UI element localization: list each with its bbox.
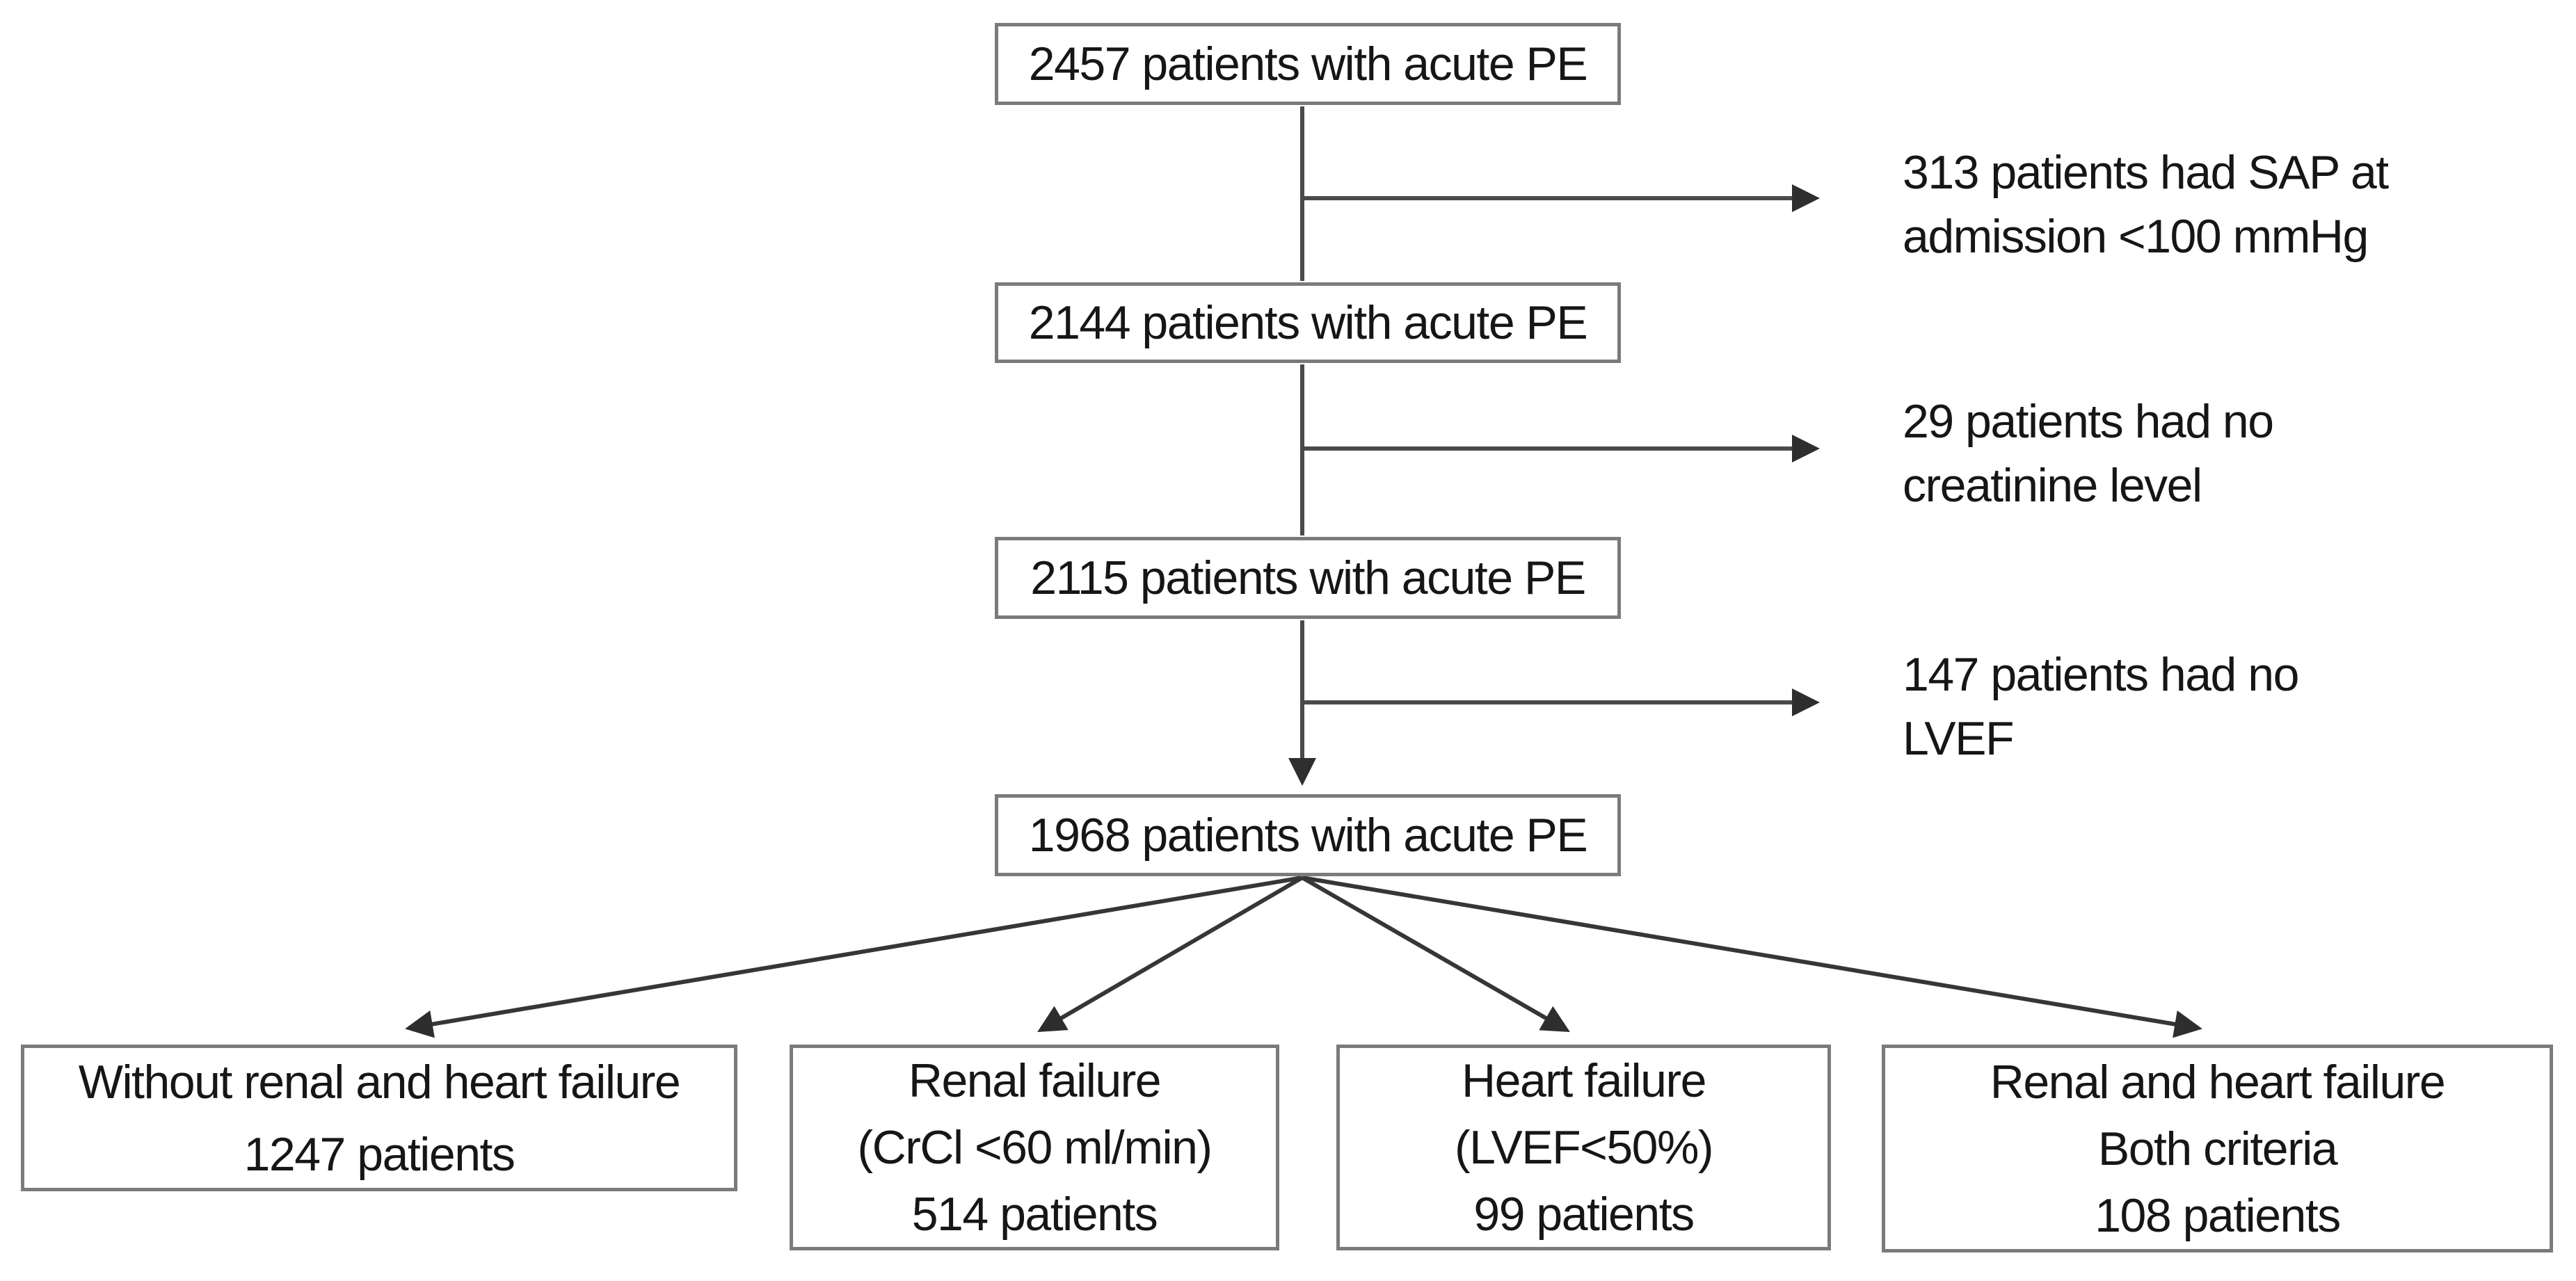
- outcome-box-heart-failure-line-1: Heart failure: [1462, 1054, 1706, 1107]
- outcome-box-no-failure: Without renal and heart failure 1247 pat…: [21, 1045, 737, 1191]
- outcome-box-both-failure-line-3: 108 patients: [2095, 1189, 2341, 1242]
- outcome-box-renal-failure-line-1: Renal failure: [908, 1054, 1162, 1107]
- fanout-arrow-no-failure: [405, 876, 1303, 1038]
- exclusion-note-lvef-line-2: LVEF: [1903, 712, 2015, 765]
- exclusion-note-creatinine-line-1: 29 patients had no: [1903, 395, 2274, 448]
- exclusion-note-creatinine: 29 patients had no creatinine level: [1903, 389, 2543, 517]
- outcome-box-no-failure-line-2: 1247 patients: [243, 1127, 515, 1181]
- outcome-box-both-failure-line-2: Both criteria: [2097, 1122, 2338, 1175]
- cohort-box-2457-label: 2457 patients with acute PE: [1028, 38, 1588, 90]
- cohort-box-1968-label: 1968 patients with acute PE: [1028, 809, 1588, 862]
- outcome-box-heart-failure-line-2: (LVEF<50%): [1454, 1121, 1714, 1174]
- cohort-box-2115: 2115 patients with acute PE: [995, 537, 1621, 619]
- exclusion-note-sap-line-1: 313 patients had SAP at: [1903, 146, 2389, 199]
- exclusion-note-sap: 313 patients had SAP at admission <100 m…: [1903, 140, 2543, 268]
- fanout-arrow-both-failure: [1302, 876, 2202, 1038]
- outcome-box-heart-failure: Heart failure (LVEF<50%) 99 patients: [1336, 1045, 1831, 1250]
- fanout-arrow-renal-failure: [1037, 876, 1304, 1033]
- cohort-box-1968: 1968 patients with acute PE: [995, 794, 1621, 876]
- outcome-box-both-failure: Renal and heart failure Both criteria 10…: [1882, 1045, 2553, 1252]
- cohort-box-2144-label: 2144 patients with acute PE: [1028, 296, 1588, 349]
- outcome-box-both-failure-line-1: Renal and heart failure: [1990, 1055, 2446, 1109]
- outcome-box-renal-failure-line-2: (CrCl <60 ml/min): [857, 1121, 1213, 1174]
- cohort-box-2115-label: 2115 patients with acute PE: [1030, 551, 1586, 604]
- outcome-box-no-failure-line-1: Without renal and heart failure: [78, 1055, 681, 1109]
- exclusion-note-lvef-line-1: 147 patients had no: [1903, 648, 2299, 701]
- exclusion-note-sap-line-2: admission <100 mmHg: [1903, 210, 2369, 263]
- cohort-box-2144: 2144 patients with acute PE: [995, 282, 1621, 363]
- outcome-box-renal-failure: Renal failure (CrCl <60 ml/min) 514 pati…: [790, 1045, 1279, 1250]
- exclusion-note-creatinine-line-2: creatinine level: [1903, 459, 2202, 512]
- exclusion-note-lvef: 147 patients had no LVEF: [1903, 643, 2543, 771]
- cohort-box-2457: 2457 patients with acute PE: [995, 23, 1621, 105]
- fanout-arrow-heart-failure: [1301, 876, 1570, 1032]
- outcome-box-heart-failure-line-3: 99 patients: [1473, 1188, 1695, 1241]
- outcome-box-renal-failure-line-3: 514 patients: [911, 1188, 1158, 1241]
